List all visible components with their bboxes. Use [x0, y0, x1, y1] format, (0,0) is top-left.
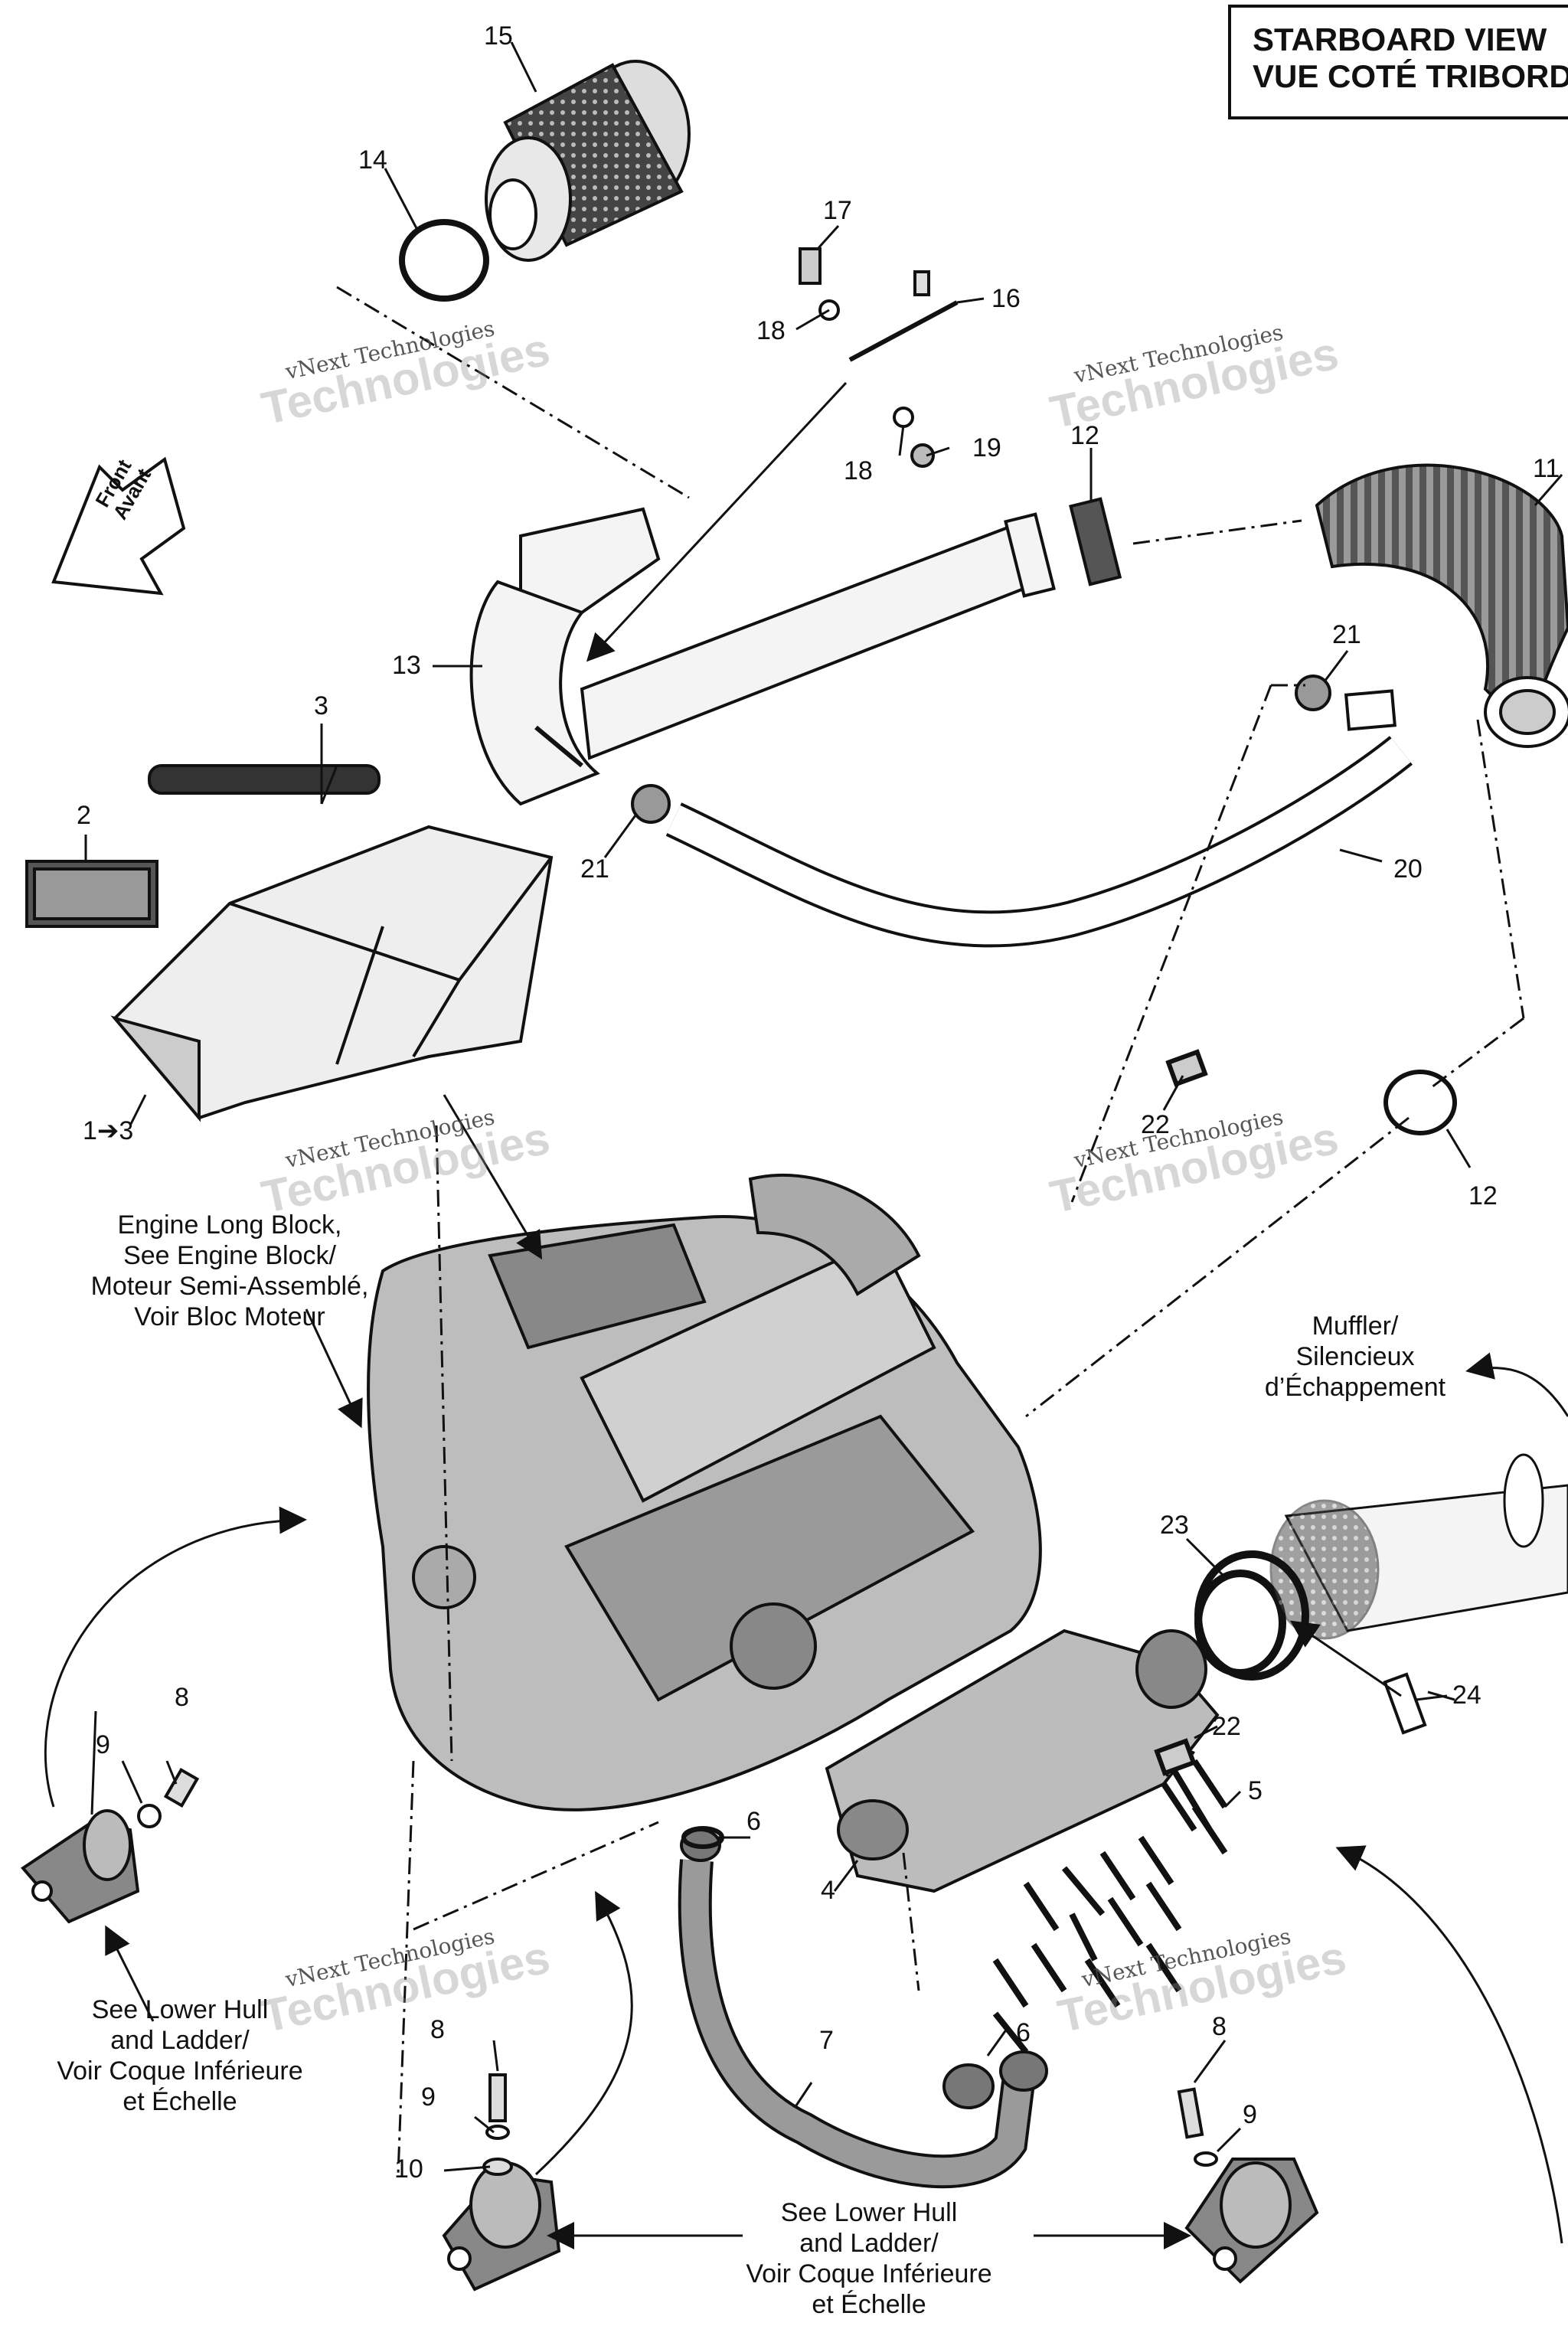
lower-hull-note-bottom: See Lower Hull and Ladder/ Voir Coque In…: [704, 2197, 1034, 2320]
arrows: [44, 381, 1568, 2249]
front-arrow: [51, 456, 186, 596]
note-line: See Lower Hull: [91, 1995, 269, 2024]
part-number-15: 15: [484, 21, 513, 51]
air-filter: [399, 60, 691, 302]
part-number-8: 8: [430, 2015, 445, 2044]
part-number-6: 6: [1016, 2018, 1031, 2047]
engine-mounts: [21, 1767, 1319, 2292]
note-line: Silencieux: [1295, 1342, 1415, 1371]
hose-7: [678, 1828, 1048, 2189]
part-number-7: 7: [819, 2026, 834, 2055]
note-line: Voir Coque Inférieure: [57, 2056, 303, 2086]
hose-20: [631, 675, 1413, 948]
part-number-20: 20: [1393, 854, 1423, 884]
leader-lines: [84, 41, 1563, 2172]
lower-hull-note-left: See Lower Hull and Ladder/ Voir Coque In…: [15, 1994, 345, 2117]
note-line: See Lower Hull: [780, 2198, 958, 2227]
part-number-2: 2: [77, 801, 91, 830]
part-number-24: 24: [1452, 1681, 1481, 1710]
muffler-note: Muffler/ Silencieux d’Échappement: [1240, 1311, 1470, 1403]
part-number-9: 9: [96, 1730, 110, 1759]
part-number-12: 12: [1468, 1181, 1498, 1210]
part-number-13: 13: [392, 651, 421, 680]
part-number-3: 3: [314, 691, 328, 720]
part-number-21: 21: [580, 854, 609, 884]
note-line: et Échelle: [122, 2087, 237, 2116]
view-title-fr: VUE COTÉ TRIBORD: [1253, 58, 1568, 94]
note-line: Engine Long Block,: [117, 1210, 342, 1240]
exhaust-manifold: [825, 1570, 1286, 1893]
engine-cover: [25, 764, 554, 1122]
part-number-4: 4: [821, 1876, 835, 1905]
intake-duct: [469, 497, 1122, 806]
note-line: Moteur Semi-Assemblé,: [90, 1272, 369, 1301]
note-line: Voir Bloc Moteur: [134, 1302, 325, 1331]
dashed-links: [336, 286, 1525, 2175]
note-line: and Ladder/: [110, 2026, 250, 2055]
part-number-1-to-3: 1➔3: [83, 1116, 134, 1145]
part-number-23: 23: [1160, 1511, 1189, 1540]
view-title-en: STARBOARD VIEW: [1253, 21, 1547, 57]
part-number-8: 8: [175, 1683, 189, 1712]
note-line: d’Échappement: [1264, 1373, 1446, 1402]
part-number-16: 16: [991, 284, 1021, 313]
part-number-12: 12: [1070, 421, 1099, 450]
valve-16: [799, 247, 959, 468]
part-number-5: 5: [1248, 1776, 1263, 1805]
part-number-17: 17: [823, 196, 852, 225]
note-line: and Ladder/: [799, 2229, 939, 2258]
part-number-9: 9: [1243, 2100, 1257, 2129]
note-line: et Échelle: [812, 2290, 926, 2319]
engine-long-block: [367, 1173, 1042, 1811]
muffler: [1269, 1453, 1568, 1640]
part-number-11: 11: [1533, 454, 1560, 483]
part-number-18: 18: [756, 316, 786, 345]
part-number-19: 19: [972, 433, 1001, 462]
hose-11: [1315, 463, 1568, 748]
part-number-22: 22: [1141, 1110, 1170, 1139]
view-title-box: STARBOARD VIEW VUE COTÉ TRIBORD: [1228, 5, 1568, 119]
part-number-6: 6: [746, 1807, 761, 1836]
note-line: See Engine Block/: [123, 1241, 336, 1270]
note-line: Muffler/: [1312, 1312, 1399, 1341]
part-number-22: 22: [1212, 1712, 1241, 1741]
clamps: [681, 1049, 1457, 1849]
part-number-10: 10: [394, 2154, 423, 2184]
part-number-21: 21: [1332, 620, 1361, 649]
note-line: Voir Coque Inférieure: [746, 2259, 992, 2288]
part-number-18: 18: [844, 456, 873, 485]
part-number-8: 8: [1212, 2012, 1227, 2041]
part-number-9: 9: [421, 2082, 436, 2112]
part-number-14: 14: [358, 145, 387, 175]
engine-long-block-note: Engine Long Block, See Engine Block/ Mot…: [31, 1210, 429, 1332]
